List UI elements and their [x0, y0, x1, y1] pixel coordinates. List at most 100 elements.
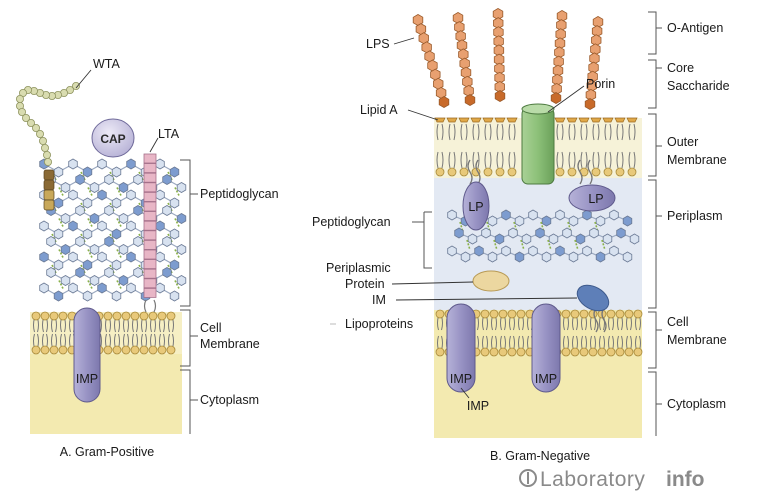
lipid-head	[507, 167, 517, 177]
lipid-head	[489, 309, 499, 319]
peptidoglycan-sugar	[169, 197, 180, 209]
lipid-head	[570, 309, 580, 319]
gp-imp-protein	[73, 307, 101, 403]
peptidoglycan-sugar	[133, 174, 143, 185]
peptidoglycan-sugar	[508, 227, 518, 239]
peptidoglycan-sugar	[118, 275, 129, 286]
peptidoglycan-sugar	[501, 245, 511, 257]
peptidoglycan-sugar	[75, 236, 85, 247]
lta-unit	[143, 220, 157, 231]
lipid-a-head	[446, 117, 458, 123]
peptidoglycan-sugar	[82, 197, 93, 209]
peptide-crosslink	[87, 249, 93, 258]
lipid-tail	[436, 151, 444, 169]
lipid-tail	[436, 123, 444, 141]
lipid-tail	[496, 123, 504, 141]
peptidoglycan-sugar	[104, 236, 114, 247]
lps-sugar	[454, 21, 465, 34]
peptidoglycan-sugar	[126, 158, 136, 170]
gn-core-label-1: Core	[667, 61, 694, 75]
peptide-crosslink	[116, 218, 122, 227]
lipid-tail	[616, 123, 624, 141]
peptidoglycan-sugar	[155, 220, 165, 232]
peptidoglycan-sugar	[155, 251, 165, 263]
peptidoglycan-sugar	[53, 197, 64, 209]
lipid-tail	[556, 151, 564, 169]
peptidoglycan-sugar	[555, 209, 565, 221]
peptidoglycan-sugar	[162, 174, 172, 185]
gp-membrane-label-1: Cell	[200, 321, 222, 335]
gn-outer-label-1: Outer	[667, 135, 698, 149]
peptide-crosslink	[493, 239, 498, 251]
lta-unit	[143, 278, 157, 289]
peptidoglycan-sugar	[447, 209, 457, 221]
lipid-head	[130, 311, 140, 321]
lipid-head	[507, 309, 517, 319]
lta-unit	[143, 230, 157, 241]
wta-anchor-unit	[43, 179, 55, 191]
lipid-head	[624, 309, 634, 319]
peptidoglycan-sugar	[176, 275, 187, 286]
lipid-tail	[580, 151, 588, 169]
lipid-a-head	[602, 117, 614, 123]
peptidoglycan-sugar	[82, 228, 93, 240]
gn-imp-left-label: IMP	[450, 372, 472, 386]
lps-sugar	[458, 48, 469, 61]
lipid-head	[615, 309, 625, 319]
lipid-head	[588, 309, 598, 319]
gn-peptidoglycan-label: Peptidoglycan	[312, 215, 391, 229]
gn-lp-right: LP	[568, 159, 616, 212]
lipid-head	[495, 167, 505, 177]
gp-imp-label: IMP	[76, 372, 98, 386]
lta-unit	[143, 191, 157, 202]
peptide-crosslink	[58, 280, 64, 289]
peptidoglycan-sugar	[60, 244, 71, 255]
peptidoglycan-sugar	[89, 275, 100, 286]
lipid-head	[31, 311, 41, 321]
lps-sugar	[455, 30, 466, 43]
peptidoglycan-sugar	[97, 158, 107, 170]
peptidoglycan-sugar	[521, 233, 532, 245]
gp-membrane-bracket	[180, 309, 191, 367]
gram-negative-panel: LP LP IMP IMP IMP LPS Lipid A Porin Pept…	[312, 8, 730, 463]
lipid-head	[483, 167, 493, 177]
lipid-tail	[472, 123, 480, 141]
gn-im-label: IM	[372, 293, 386, 307]
wta-bead	[41, 143, 50, 152]
lps-sugar	[456, 39, 468, 52]
lps-sugar	[550, 92, 562, 104]
peptide-crosslink	[466, 239, 471, 251]
peptidoglycan-sugar	[528, 245, 538, 257]
gn-porin	[521, 107, 555, 185]
lipid-a-head	[470, 117, 482, 123]
peptidoglycan-sugar	[118, 244, 129, 255]
peptide-crosslink	[87, 218, 93, 227]
gn-periplasmic-label-2: Protein	[345, 277, 385, 291]
gn-lp-left-label: LP	[468, 200, 483, 214]
lps-sugar	[464, 94, 476, 106]
peptidoglycan-sugar	[126, 251, 136, 263]
lipid-head	[516, 347, 526, 357]
peptidoglycan-sugar	[176, 244, 187, 255]
peptidoglycan-sugar	[474, 245, 484, 257]
peptide-crosslink	[87, 280, 93, 289]
peptidoglycan-sugar	[155, 158, 165, 170]
peptidoglycan-sugar	[589, 227, 599, 239]
peptidoglycan-sugar	[68, 282, 78, 294]
peptidoglycan-sugar	[162, 205, 172, 216]
peptidoglycan-sugar	[460, 251, 471, 263]
peptidoglycan-sugar	[68, 251, 78, 263]
lps-sugar	[460, 66, 472, 79]
lps-sugar	[584, 98, 596, 110]
peptidoglycan-sugar	[126, 282, 136, 294]
lipid-tail	[628, 123, 636, 141]
peptide-crosslink	[58, 218, 64, 227]
peptidoglycan-sugar	[104, 267, 114, 278]
peptidoglycan-sugar	[595, 251, 606, 263]
lipid-head	[633, 309, 643, 319]
lipid-head	[40, 345, 50, 355]
lipid-head	[480, 347, 490, 357]
peptidoglycan-sugar	[68, 189, 78, 201]
peptidoglycan-sugar	[582, 209, 592, 221]
